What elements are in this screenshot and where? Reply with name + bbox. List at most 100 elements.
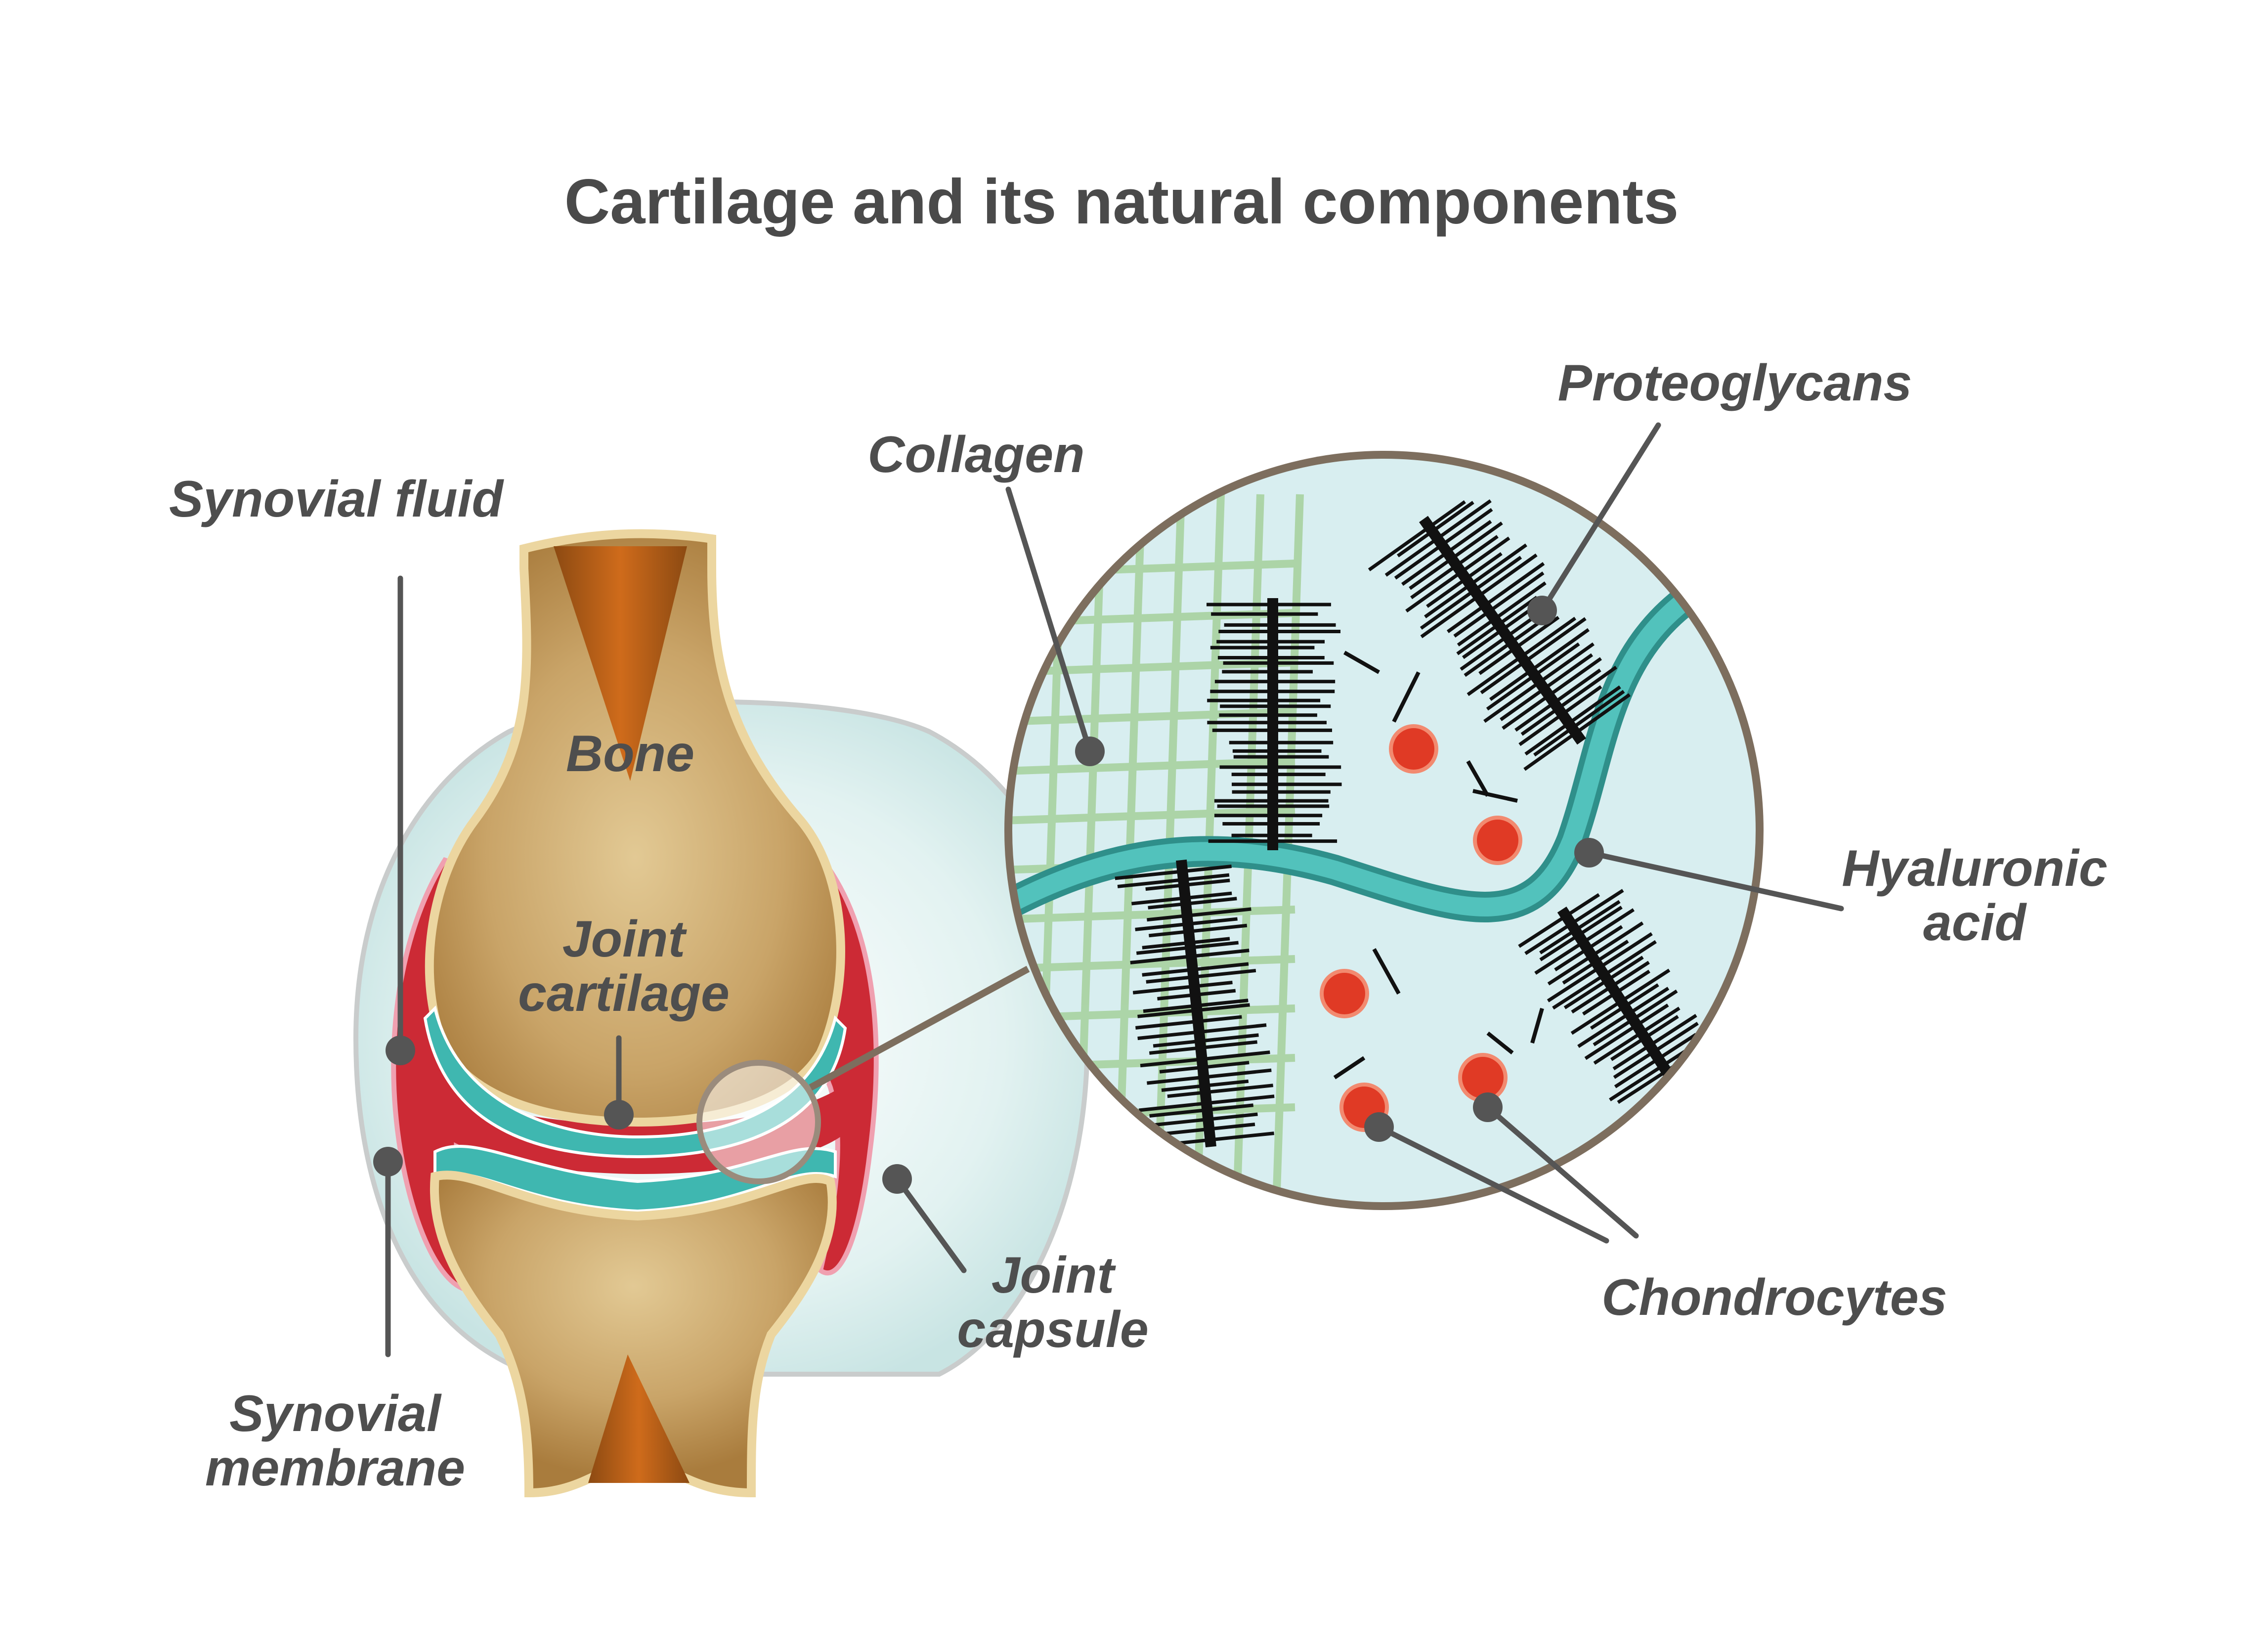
proteoglycan-side-chain — [1384, 499, 1492, 577]
label-hyaluronic-acid-line2: acid — [1923, 894, 2027, 952]
proteoglycan-side-chain — [1426, 552, 1503, 608]
chondrocyte-3 — [1320, 969, 1369, 1018]
label-hyaluronic-acid-line1: Hyaluronic — [1842, 840, 2107, 897]
proteoglycan-side-chain — [1148, 897, 1237, 910]
lower-bone — [430, 1171, 837, 1498]
proteoglycan-side-chain — [1514, 668, 1601, 732]
hyaluronic-acid-strand-inner — [1008, 570, 1725, 916]
proteoglycan-side-chain — [1420, 556, 1522, 630]
proteoglycan-side-chain — [1523, 693, 1631, 771]
proteoglycan-side-chain — [1397, 501, 1474, 558]
leader-dot-joint-cartilage — [604, 1100, 634, 1130]
proteoglycan-side-chain — [1562, 939, 1629, 985]
proteoglycan-side-chain — [1149, 1103, 1254, 1118]
proteoglycan-side-chain — [1524, 889, 1624, 955]
leader-proteoglycans — [1539, 422, 1661, 613]
leader-dot-joint-capsule — [882, 1164, 912, 1194]
leader-dot-chondrocytes-2 — [1473, 1092, 1503, 1122]
proteoglycan-side-chain — [1142, 962, 1249, 977]
proteoglycan-side-chain — [1161, 1079, 1249, 1092]
leader-dot-synovial-membrane — [373, 1147, 403, 1176]
label-joint-cartilage-line1: Joint — [562, 911, 688, 968]
leader-collagen — [1005, 486, 1093, 754]
proteoglycan-side-chain — [1480, 617, 1587, 695]
proteoglycan-side-chain — [1539, 906, 1623, 961]
label-joint-cartilage-line2: cartilage — [518, 965, 730, 1022]
diagram-title: Cartilage and its natural components — [564, 167, 1679, 237]
proteoglycan-side-chain — [1139, 1094, 1275, 1112]
proteoglycan-side-chain — [1155, 1112, 1258, 1127]
proteoglycan-side-chain — [1614, 1033, 1697, 1088]
proteoglycan-side-chain — [1520, 665, 1617, 736]
chondrocyte-2 — [1473, 816, 1522, 865]
proteoglycan-side-chain — [1159, 1061, 1250, 1074]
proteoglycan-side-chain — [1132, 980, 1233, 995]
proteoglycan-side-chain — [1136, 941, 1239, 955]
proteoglycan-side-chain — [1135, 917, 1238, 931]
proteoglycan-side-chain — [1149, 1040, 1257, 1055]
proteoglycan-side-chain — [1147, 907, 1251, 922]
proteoglycan-cluster-1 — [1207, 598, 1342, 850]
leader-dot-synovial-fluid — [386, 1036, 415, 1065]
label-collagen: Collagen — [867, 426, 1084, 483]
leader-lines — [373, 422, 1844, 1357]
joint-focus-circle — [696, 1060, 821, 1184]
label-synovial-membrane-line2: membrane — [205, 1439, 465, 1497]
proteoglycan-side-chain — [1502, 657, 1602, 730]
proteoglycan-side-chain — [1409, 522, 1503, 590]
leader-chondrocytes-1 — [1376, 1124, 1609, 1244]
proteoglycan-side-chain — [1571, 960, 1650, 1014]
proteoglycan-side-chain — [1489, 628, 1590, 701]
lower-bone-marrow — [588, 1354, 690, 1483]
proteoglycan-side-chain — [1460, 609, 1544, 671]
proteoglycan-side-chain — [1457, 581, 1547, 647]
proteoglycan-side-chain — [1554, 925, 1623, 971]
fiber-fragments — [1333, 651, 1544, 1080]
proteoglycan-side-chain — [1577, 987, 1670, 1048]
proteoglycan-side-chain — [1142, 937, 1230, 950]
proteoglycan-side-chain — [1137, 1023, 1267, 1041]
proteoglycan-side-chain — [1401, 520, 1492, 586]
proteoglycan-side-chain — [1547, 932, 1653, 1002]
leader-dot-chondrocytes-1 — [1364, 1112, 1394, 1142]
proteoglycan-side-chain — [1453, 571, 1545, 638]
proteoglycan-side-chain — [1613, 1022, 1699, 1079]
proteoglycan-side-chain — [1166, 1123, 1255, 1135]
proteoglycan-side-chain — [1552, 940, 1657, 1010]
proteoglycan-side-chain — [1610, 1015, 1679, 1061]
proteoglycan-side-chain — [1524, 685, 1621, 756]
proteoglycan-side-chain — [1131, 891, 1232, 906]
leader-hyaluronic-acid — [1586, 850, 1844, 912]
proteoglycan-side-chain — [1424, 543, 1527, 618]
proteoglycan-side-chain — [1467, 616, 1577, 696]
upper-cartilage — [423, 1005, 847, 1159]
proteoglycan-side-chain — [1410, 535, 1499, 600]
proteoglycan-side-chain — [1405, 536, 1510, 613]
proteoglycan-side-chain — [1539, 900, 1621, 955]
label-synovial-fluid: Synovial fluid — [169, 471, 505, 528]
proteoglycan-side-chain — [1612, 1014, 1697, 1071]
proteoglycan-side-chain — [1137, 1003, 1250, 1018]
proteoglycan-side-chain — [1534, 908, 1635, 975]
proteoglycan-side-chain — [1570, 968, 1671, 1035]
proteoglycan-side-chain — [1147, 1068, 1272, 1085]
leader-dot-collagen — [1075, 737, 1105, 766]
label-synovial-membrane-line1: Synovial — [229, 1385, 442, 1442]
proteoglycan-side-chain — [1483, 642, 1595, 723]
proteoglycan-side-chain — [1478, 615, 1560, 675]
proteoglycan-side-chain — [1547, 921, 1644, 986]
label-proteoglycans: Proteoglycans — [1558, 354, 1912, 412]
magnified-view — [1004, 451, 1764, 1210]
proteoglycan-side-chain — [1486, 642, 1580, 711]
proteoglycan-side-chain — [1135, 1015, 1242, 1030]
proteoglycan-side-chain — [1167, 1084, 1274, 1098]
leader-chondrocytes-2 — [1485, 1104, 1639, 1239]
leader-dot-hyaluronic-acid — [1574, 838, 1604, 868]
proteoglycan-side-chain — [1420, 553, 1538, 639]
proteoglycan-side-chain — [1146, 968, 1256, 984]
leader-joint-capsule — [894, 1176, 967, 1273]
proteoglycan-side-chain — [1446, 562, 1545, 633]
proteoglycan-side-chain — [1117, 873, 1230, 888]
proteoglycan-side-chain — [1593, 1006, 1681, 1065]
proteoglycan-side-chain — [1394, 508, 1493, 580]
